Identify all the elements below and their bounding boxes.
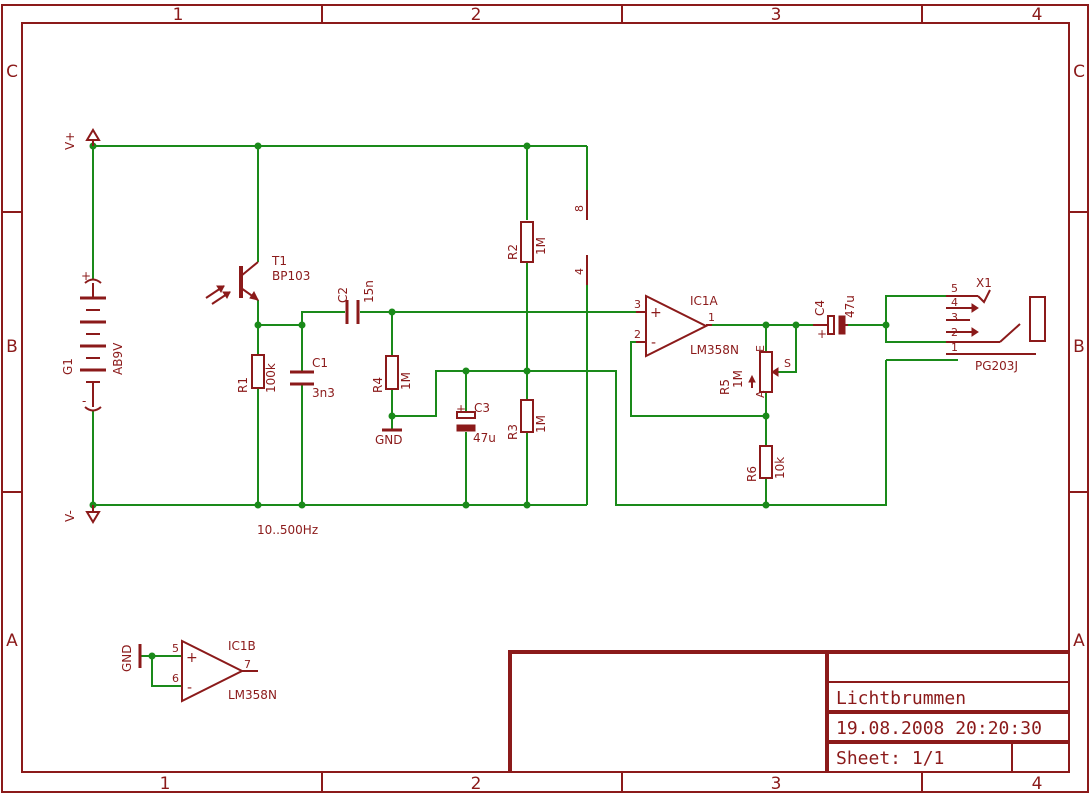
- r5-value: 1M: [731, 370, 745, 388]
- g1-name: G1: [61, 358, 75, 375]
- ic1b-plus-sign: +: [186, 650, 198, 666]
- resistor-r3: [520, 399, 534, 433]
- c3-plus: +: [456, 402, 466, 416]
- r6-value: 10k: [773, 457, 787, 479]
- ic1a-pin-2: 2: [634, 328, 641, 341]
- jack-x1: [946, 289, 1046, 355]
- r2-name: R2: [506, 244, 520, 260]
- frame-row-right-b: B: [1073, 337, 1085, 357]
- phototransistor-t1: [205, 261, 259, 305]
- x1-pin-1: 1: [951, 341, 958, 354]
- frame-row-left-b: B: [6, 337, 18, 357]
- ic1a-value: LM358N: [690, 343, 739, 357]
- c3-value: 47u: [473, 431, 496, 445]
- battery-plus: +: [81, 269, 91, 283]
- r5-name: R5: [718, 379, 732, 395]
- c4-plus: +: [817, 327, 827, 341]
- ic1b-value: LM358N: [228, 688, 277, 702]
- r5-pin-s: S: [784, 357, 791, 370]
- ic1a-name: IC1A: [690, 294, 719, 308]
- x1-pin-5: 5: [951, 282, 958, 295]
- c2-name: C2: [336, 287, 350, 303]
- ic-pin-8-label: 8: [573, 205, 586, 212]
- opamp-ic1b: [181, 639, 258, 703]
- ic1b-pin-6: 6: [172, 672, 179, 685]
- r3-value: 1M: [534, 415, 548, 433]
- r5-pin-a: A: [754, 390, 767, 398]
- ic1a-minus-sign: -: [651, 335, 656, 351]
- t1-name: T1: [271, 254, 287, 268]
- opamp-ic1a: [636, 294, 712, 358]
- ic1b-pin-5: 5: [172, 642, 179, 655]
- frame-col-top-1: 1: [173, 5, 184, 25]
- ic-pin-4-label: 4: [573, 268, 586, 275]
- ic1b-name: IC1B: [228, 639, 256, 653]
- r2-value: 1M: [534, 237, 548, 255]
- r1-name: R1: [236, 377, 250, 393]
- frame-col-top-4: 4: [1032, 5, 1043, 25]
- c4-name: C4: [813, 300, 827, 316]
- vminus-label: V-: [63, 510, 77, 522]
- frame-col-bottom-3: 3: [771, 774, 782, 794]
- c2-value: 15n: [362, 280, 376, 303]
- capacitor-c2: [345, 300, 360, 324]
- r6-name: R6: [745, 466, 759, 482]
- vplus-label: V+: [63, 132, 77, 150]
- title-block-date: 19.08.2008 20:20:30: [836, 718, 1042, 739]
- resistor-r4: [385, 355, 399, 390]
- x1-pin-4: 4: [951, 296, 958, 309]
- frame-col-bottom-4: 4: [1032, 774, 1043, 794]
- ic1b-minus-sign: -: [187, 680, 192, 696]
- x1-name: X1: [976, 276, 992, 290]
- battery-minus: -: [82, 394, 86, 408]
- ic1b-pin-7: 7: [244, 658, 251, 671]
- frame-row-left-c: C: [6, 62, 18, 82]
- c1-name: C1: [312, 356, 328, 370]
- c4-value: 47u: [843, 295, 857, 318]
- wires: [92, 145, 958, 687]
- frame-col-top-3: 3: [771, 5, 782, 25]
- potentiometer-r5: [748, 351, 779, 393]
- r3-name: R3: [506, 424, 520, 440]
- x1-value: PG203J: [975, 359, 1018, 373]
- frame-row-right-c: C: [1073, 62, 1085, 82]
- frame-col-top-2: 2: [471, 5, 482, 25]
- capacitor-c4: [813, 315, 848, 335]
- r4-name: R4: [371, 377, 385, 393]
- g1-value: AB9V: [111, 342, 125, 375]
- frame-row-right-a: A: [1073, 631, 1085, 651]
- x1-pin-2: 2: [951, 326, 958, 339]
- resistor-r1: [251, 354, 265, 389]
- c1-value: 3n3: [312, 386, 335, 400]
- ic1a-pin-1: 1: [708, 311, 715, 324]
- title-block-sheet: Sheet: 1/1: [836, 748, 944, 769]
- ic1a-pin-3: 3: [634, 298, 641, 311]
- r4-value: 1M: [399, 372, 413, 390]
- r5-pin-e: E: [754, 345, 767, 352]
- resistor-r6: [759, 445, 773, 479]
- ic1b-gnd-label: GND: [120, 644, 134, 672]
- junctions: [89, 142, 890, 660]
- frame-col-bottom-1: 1: [160, 774, 171, 794]
- x1-pin-3: 3: [951, 311, 958, 324]
- t1-value: BP103: [272, 269, 310, 283]
- capacitor-c3: [456, 411, 476, 432]
- c3-name: C3: [474, 401, 490, 415]
- frequency-note: 10..500Hz: [257, 523, 318, 537]
- drawing-frame: [1, 4, 1089, 793]
- battery-g1: [80, 278, 106, 412]
- title-block-title: Lichtbrummen: [836, 688, 966, 709]
- vminus-symbol: [85, 505, 101, 524]
- resistor-r2: [520, 221, 534, 263]
- vplus-symbol: [85, 128, 101, 146]
- frame-row-left-a: A: [6, 631, 18, 651]
- title-block: [508, 650, 1069, 772]
- r1-value: 100k: [264, 363, 278, 393]
- frame-col-bottom-2: 2: [471, 774, 482, 794]
- capacitor-c1: [290, 370, 314, 386]
- ic1a-plus-sign: +: [650, 305, 662, 321]
- gnd-label: GND: [375, 433, 403, 447]
